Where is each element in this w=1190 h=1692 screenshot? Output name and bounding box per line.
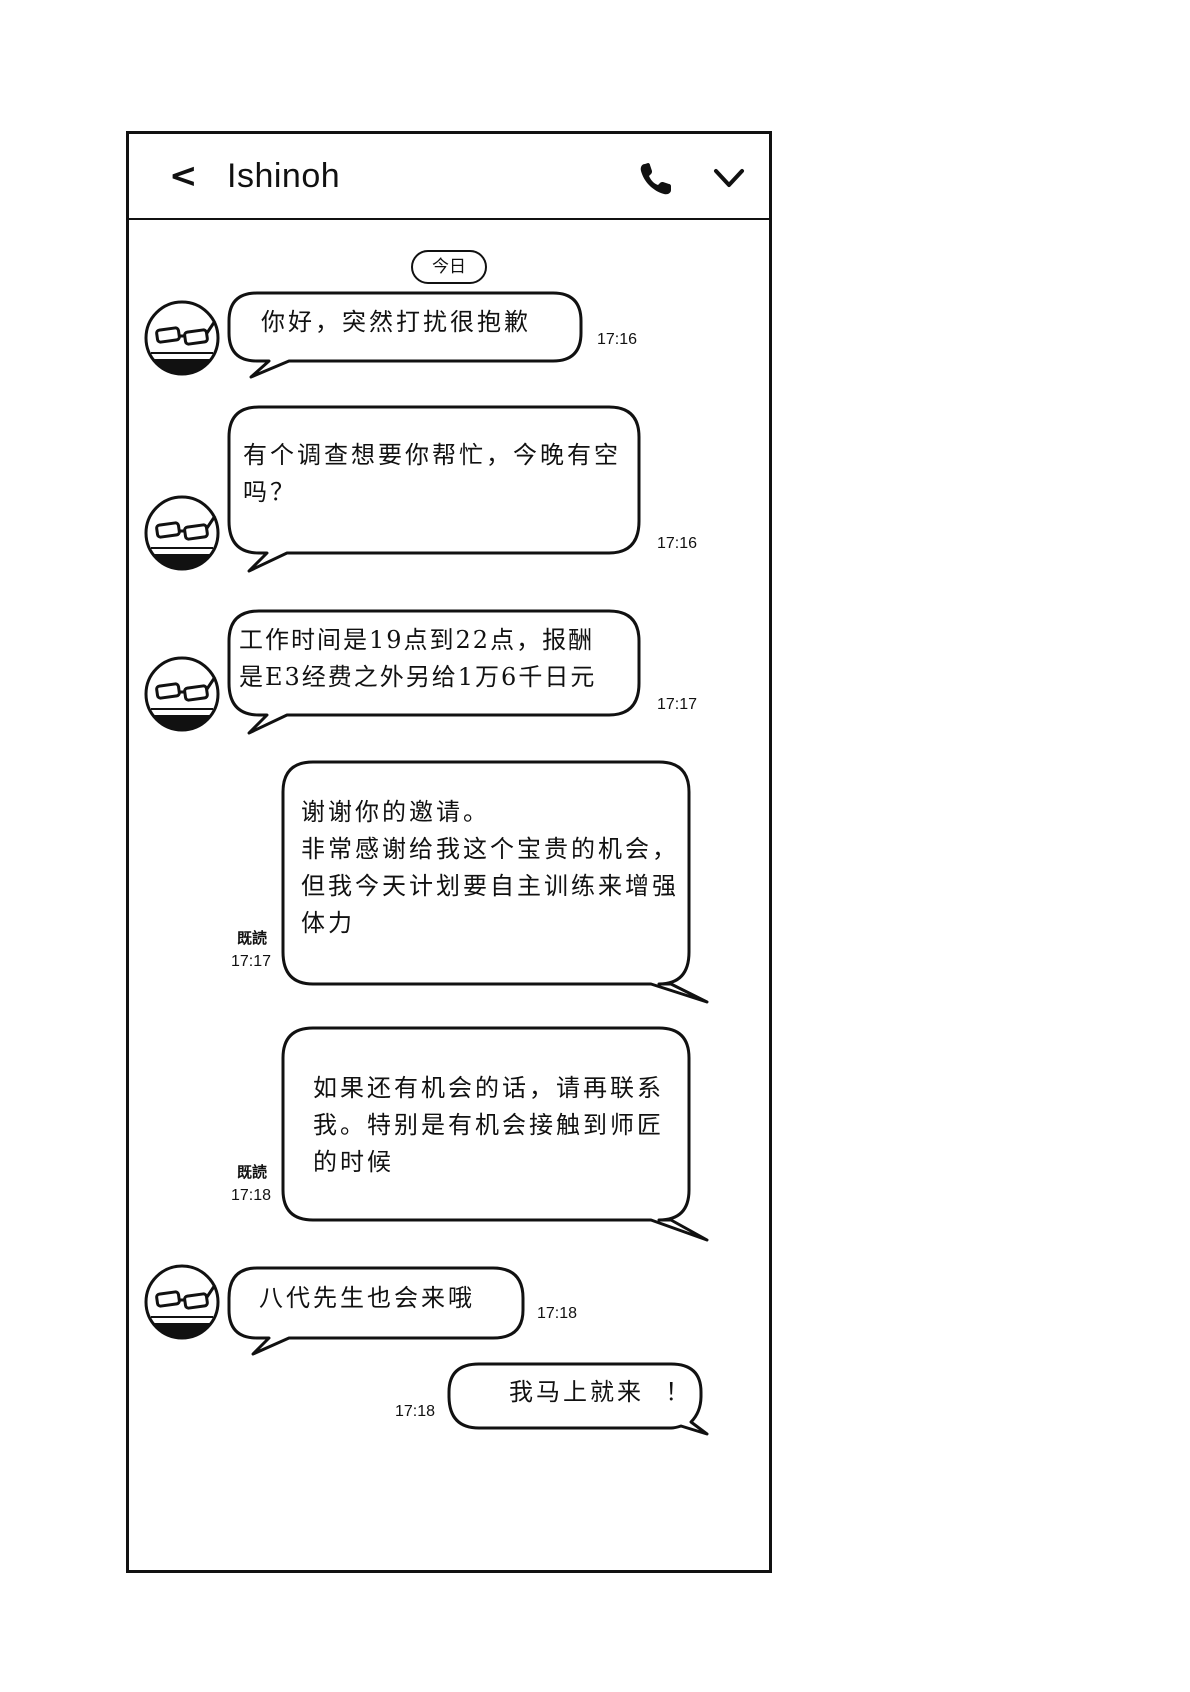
read-status: 既読 <box>237 929 268 947</box>
message-bubble-bg <box>227 1266 525 1356</box>
contact-name: Ishinoh <box>227 157 341 195</box>
message-text: 我马上就来 ！ <box>509 1378 693 1406</box>
chat-header: < Ishinoh <box>129 134 769 220</box>
chevron-down-icon[interactable] <box>711 160 747 196</box>
message-time: 17:17 <box>657 696 698 713</box>
avatar-glasses-icon[interactable] <box>143 494 221 572</box>
message-time: 17:16 <box>597 331 638 348</box>
avatar-glasses-icon[interactable] <box>143 1263 221 1341</box>
avatar-glasses-icon[interactable] <box>143 299 221 377</box>
message-text: 八代先生也会来哦 <box>259 1284 475 1312</box>
back-button[interactable]: < <box>169 156 198 196</box>
message-bubble-bg <box>227 291 583 379</box>
message-text: 谢谢你的邀请。 非常感谢给我这个宝贵的机会， 但我今天计划要自主训练来增强 体力 <box>301 798 679 937</box>
message-bubble-bg <box>227 405 641 573</box>
phone-icon[interactable] <box>637 158 677 198</box>
message-text: 有个调查想要你帮忙，今晚有空 吗？ <box>243 441 621 506</box>
message-time: 17:18 <box>537 1305 578 1322</box>
message-time: 17:18 <box>231 1187 272 1204</box>
chat-window: < Ishinoh 今日 你好，突然打扰很抱歉 17:16 有个调查想要你帮 <box>126 131 772 1573</box>
message-text: 工作时间是19点到22点，报酬 是E3经费之外另给1万6千日元 <box>239 626 597 691</box>
avatar-glasses-icon[interactable] <box>143 655 221 733</box>
date-separator: 今日 <box>411 250 487 284</box>
message-bubble-bg <box>281 760 709 1004</box>
read-status: 既読 <box>237 1163 268 1181</box>
message-bubble-bg <box>281 1026 709 1242</box>
message-time: 17:18 <box>395 1403 436 1420</box>
message-text: 你好，突然打扰很抱歉 <box>261 308 531 336</box>
message-text: 如果还有机会的话，请再联系 我。特别是有机会接触到师匠 的时候 <box>313 1074 664 1176</box>
message-time: 17:16 <box>657 535 698 552</box>
message-time: 17:17 <box>231 953 272 970</box>
message-bubble-bg <box>227 609 641 735</box>
message-bubble-bg <box>447 1362 709 1436</box>
